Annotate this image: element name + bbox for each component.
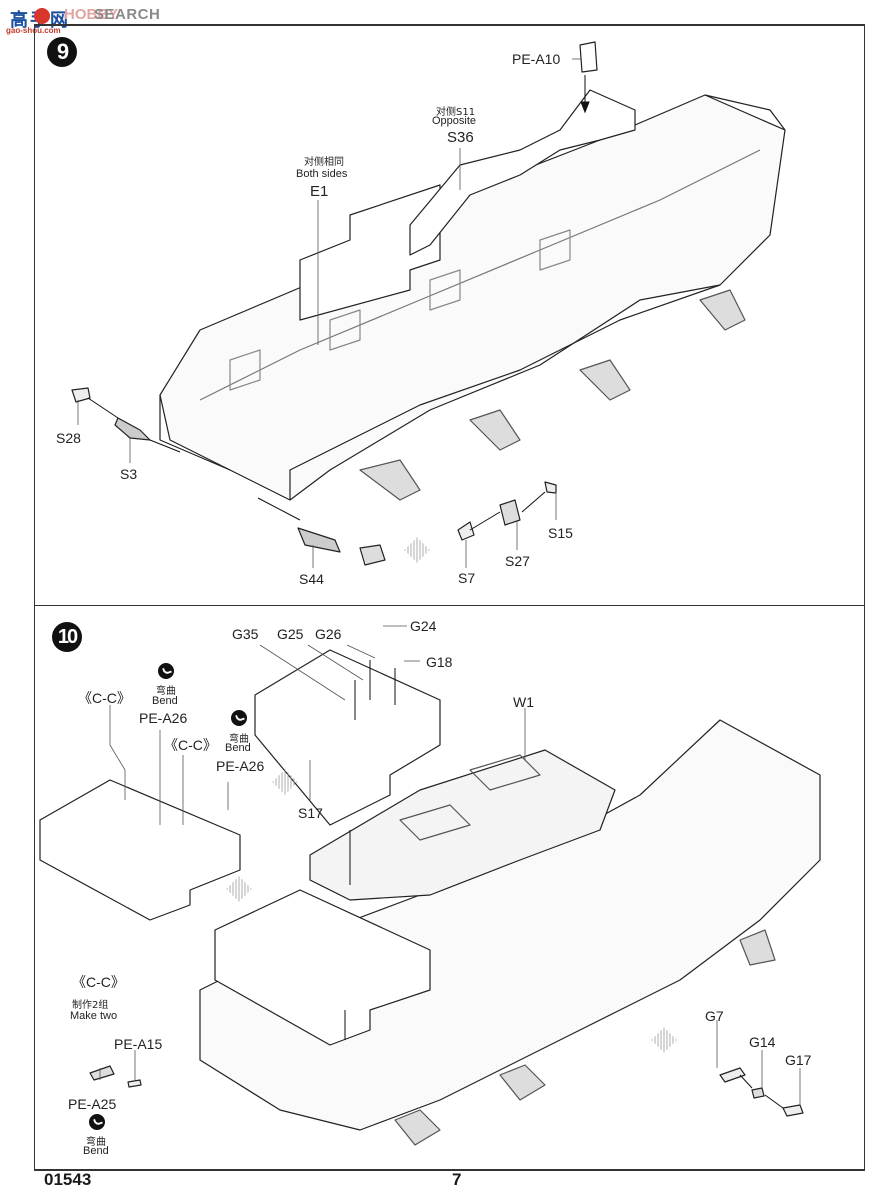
bend-note-en: Bend bbox=[152, 695, 178, 707]
part-label-g18: G18 bbox=[426, 654, 453, 670]
bend-note-en: Bend bbox=[83, 1145, 109, 1157]
page-number: 7 bbox=[452, 1170, 462, 1189]
part-label-s15: S15 bbox=[548, 525, 573, 541]
part-label-g35: G35 bbox=[232, 626, 259, 642]
part-PE-A10 bbox=[579, 41, 598, 73]
product-code: 01543 bbox=[44, 1170, 92, 1189]
bend-icon bbox=[231, 710, 247, 726]
part-W1 bbox=[309, 749, 616, 901]
part-label-pe-a10: PE-A10 bbox=[512, 51, 561, 67]
step-number-badge: 10 bbox=[52, 622, 82, 652]
part-S36 bbox=[409, 89, 636, 256]
thumbs-up-icon bbox=[34, 8, 50, 24]
make-two-note-en: Make two bbox=[70, 1010, 118, 1022]
part-label-s3: S3 bbox=[120, 466, 138, 482]
part-note-cc: 《C-C》 bbox=[78, 690, 131, 706]
part-label-w1: W1 bbox=[513, 694, 534, 710]
bend-note-cn: 弯曲 bbox=[86, 1137, 106, 1148]
floor-plate-inner bbox=[214, 889, 431, 1046]
part-note-cc: 《C-C》 bbox=[164, 737, 217, 753]
part-S17 bbox=[254, 649, 441, 826]
part-label-s27: S27 bbox=[505, 553, 530, 569]
part-label-s17: S17 bbox=[298, 805, 323, 821]
part-label-e1: E1 bbox=[310, 183, 329, 200]
part-E1 bbox=[299, 184, 441, 321]
part-note-cn: 对侧S11 bbox=[436, 107, 476, 118]
watermark: 高手网 HOBBY SEARCH gao-shou.com bbox=[6, 2, 166, 38]
part-label-g14: G14 bbox=[749, 1034, 776, 1050]
part-label-g17: G17 bbox=[785, 1052, 812, 1068]
part-note-cc: 《C-C》 bbox=[72, 974, 125, 990]
step-10-panel bbox=[34, 605, 865, 1171]
part-label-g25: G25 bbox=[277, 626, 304, 642]
watermark-url: gao-shou.com bbox=[6, 26, 61, 35]
bend-note-en: Bend bbox=[225, 742, 251, 754]
part-note-en: Opposite bbox=[432, 115, 477, 127]
part-label-g26: G26 bbox=[315, 626, 342, 642]
part-label-s36: S36 bbox=[447, 129, 474, 146]
part-label-pe-a26: PE-A26 bbox=[216, 758, 265, 774]
part-label-pe-a15: PE-A15 bbox=[114, 1036, 163, 1052]
watermark-brand: SEARCH bbox=[94, 6, 161, 23]
bend-note-cn: 弯曲 bbox=[229, 734, 249, 745]
bend-icon bbox=[158, 663, 174, 679]
part-label-pe-a25: PE-A25 bbox=[68, 1096, 117, 1112]
bend-note-cn: 弯曲 bbox=[156, 686, 176, 697]
bend-icon bbox=[89, 1114, 105, 1130]
part-label-g24: G24 bbox=[410, 618, 437, 634]
part-label-pe-a26: PE-A26 bbox=[139, 710, 188, 726]
part-label-g7: G7 bbox=[705, 1008, 724, 1024]
part-note-en: Both sides bbox=[296, 168, 348, 180]
part-label-s28: S28 bbox=[56, 430, 81, 446]
hull-step-9 bbox=[159, 94, 786, 501]
make-two-note-cn: 制作2组 bbox=[72, 1000, 109, 1011]
floor-plate-left bbox=[39, 779, 241, 921]
part-note-cn: 对侧相同 bbox=[304, 157, 344, 168]
watermark-brand-faded: HOBBY bbox=[64, 6, 119, 23]
part-label-s7: S7 bbox=[458, 570, 476, 586]
part-label-s44: S44 bbox=[299, 571, 324, 587]
step-number-badge: 9 bbox=[47, 37, 77, 67]
